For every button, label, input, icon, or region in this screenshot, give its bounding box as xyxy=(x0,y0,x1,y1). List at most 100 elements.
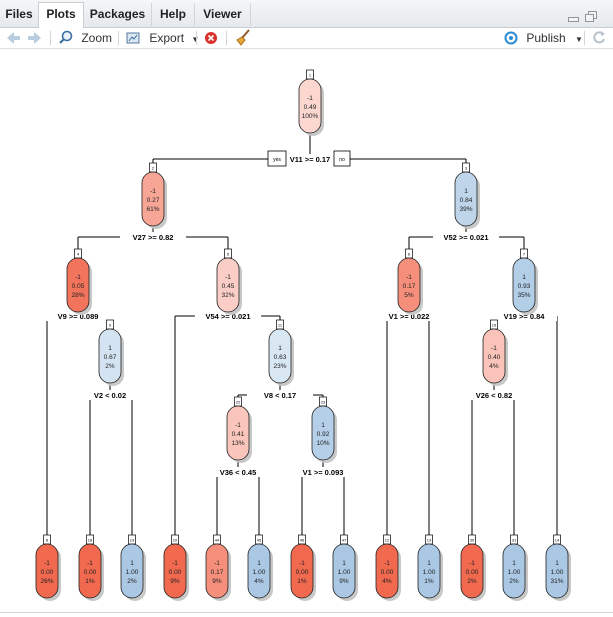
remove-icon xyxy=(205,32,217,44)
export-icon xyxy=(126,32,140,44)
split-label: V11 >= 0.17 xyxy=(290,155,330,164)
svg-text:1: 1 xyxy=(555,560,559,567)
svg-text:31%: 31% xyxy=(550,578,563,585)
svg-text:13: 13 xyxy=(427,538,432,543)
svg-text:15: 15 xyxy=(492,323,497,328)
svg-text:1: 1 xyxy=(130,560,134,567)
svg-text:1.00: 1.00 xyxy=(551,569,564,576)
svg-text:0.00: 0.00 xyxy=(466,569,479,576)
svg-text:-1: -1 xyxy=(87,560,93,567)
svg-text:-1: -1 xyxy=(299,560,305,567)
svg-text:9%: 9% xyxy=(212,578,222,585)
svg-text:1%: 1% xyxy=(85,578,95,585)
minimize-icon[interactable] xyxy=(568,9,579,22)
split-label-bg xyxy=(491,311,557,321)
tab-help[interactable]: Help xyxy=(152,3,195,26)
svg-text:9%: 9% xyxy=(170,578,180,585)
svg-text:0.00: 0.00 xyxy=(381,569,394,576)
svg-text:-1: -1 xyxy=(75,274,81,281)
svg-text:-1: -1 xyxy=(172,560,178,567)
svg-text:0.45: 0.45 xyxy=(222,283,235,290)
tree-node: 10-10.009% xyxy=(163,534,189,601)
split-label: V27 >= 0.82 xyxy=(133,233,174,242)
svg-text:0.27: 0.27 xyxy=(147,197,160,204)
svg-text:47: 47 xyxy=(342,538,347,543)
split-label-bg xyxy=(120,232,186,242)
svg-text:-1: -1 xyxy=(384,560,390,567)
toolbar-separator xyxy=(118,31,119,45)
publish-button[interactable]: Publish ▼ xyxy=(503,28,583,48)
svg-text:2%: 2% xyxy=(105,363,115,370)
svg-text:1%: 1% xyxy=(424,578,434,585)
split-label: V19 >= 0.84 xyxy=(504,312,546,321)
svg-text:0.00: 0.00 xyxy=(296,569,309,576)
split-label-bg xyxy=(195,311,261,321)
svg-text:4%: 4% xyxy=(254,578,264,585)
yes-label: yes xyxy=(267,150,287,167)
split-label-bg xyxy=(247,390,313,400)
svg-text:1.00: 1.00 xyxy=(338,569,351,576)
svg-text:5%: 5% xyxy=(404,292,414,299)
svg-text:0.40: 0.40 xyxy=(488,354,501,361)
tree-node: 15-10.404% xyxy=(482,319,508,386)
zoom-label: Zoom xyxy=(81,31,113,45)
refresh-icon xyxy=(593,31,605,44)
tab-packages[interactable]: Packages xyxy=(84,3,152,26)
split-label: V8 < 0.17 xyxy=(264,391,296,400)
split-label: V26 < 0.82 xyxy=(476,391,513,400)
split-label-bg xyxy=(376,311,442,321)
svg-text:-1: -1 xyxy=(307,95,313,102)
svg-text:1: 1 xyxy=(464,188,468,195)
split-label-bg xyxy=(433,232,499,242)
tab-plots[interactable]: Plots xyxy=(38,2,84,29)
svg-text:7: 7 xyxy=(523,252,526,257)
back-arrow-icon[interactable] xyxy=(5,28,21,48)
zoom-button[interactable]: Zoom xyxy=(58,28,112,48)
svg-text:0.05: 0.05 xyxy=(72,283,85,290)
svg-text:-1: -1 xyxy=(491,345,497,352)
export-label: Export xyxy=(149,31,185,45)
split-label: V9 >= 0.089 xyxy=(58,312,99,321)
svg-text:-1: -1 xyxy=(469,560,475,567)
magnifier-icon xyxy=(59,30,73,44)
svg-text:11: 11 xyxy=(278,323,283,328)
refresh-button[interactable] xyxy=(591,28,607,48)
toolbar-separator xyxy=(50,31,51,45)
svg-text:0.92: 0.92 xyxy=(317,431,330,438)
svg-text:1.00: 1.00 xyxy=(423,569,436,576)
svg-text:1.00: 1.00 xyxy=(126,569,139,576)
remove-plot-button[interactable] xyxy=(204,28,218,48)
clear-all-button[interactable] xyxy=(234,28,252,48)
svg-text:1.00: 1.00 xyxy=(508,569,521,576)
split-label: V1 >= 0.093 xyxy=(303,468,344,477)
svg-text:0.00: 0.00 xyxy=(84,569,97,576)
svg-text:2%: 2% xyxy=(127,578,137,585)
no-label: no xyxy=(333,150,351,167)
svg-text:18: 18 xyxy=(88,538,93,543)
maximize-icon[interactable] xyxy=(585,9,597,22)
svg-text:100%: 100% xyxy=(302,113,319,120)
svg-text:1.00: 1.00 xyxy=(253,569,266,576)
svg-text:0.63: 0.63 xyxy=(274,354,287,361)
forward-arrow-icon[interactable] xyxy=(27,28,43,48)
tab-files[interactable]: Files xyxy=(0,3,39,26)
svg-text:14: 14 xyxy=(555,538,560,543)
tab-viewer[interactable]: Viewer xyxy=(195,3,251,26)
toolbar-separator xyxy=(584,31,585,45)
tree-node: 44-10.179% xyxy=(205,534,231,601)
svg-text:-1: -1 xyxy=(406,274,412,281)
tree-node: 18 -1 0.00 1% xyxy=(78,534,104,601)
svg-text:1: 1 xyxy=(108,345,112,352)
svg-text:10%: 10% xyxy=(316,440,329,447)
export-button[interactable]: Export ▼ xyxy=(126,28,199,48)
